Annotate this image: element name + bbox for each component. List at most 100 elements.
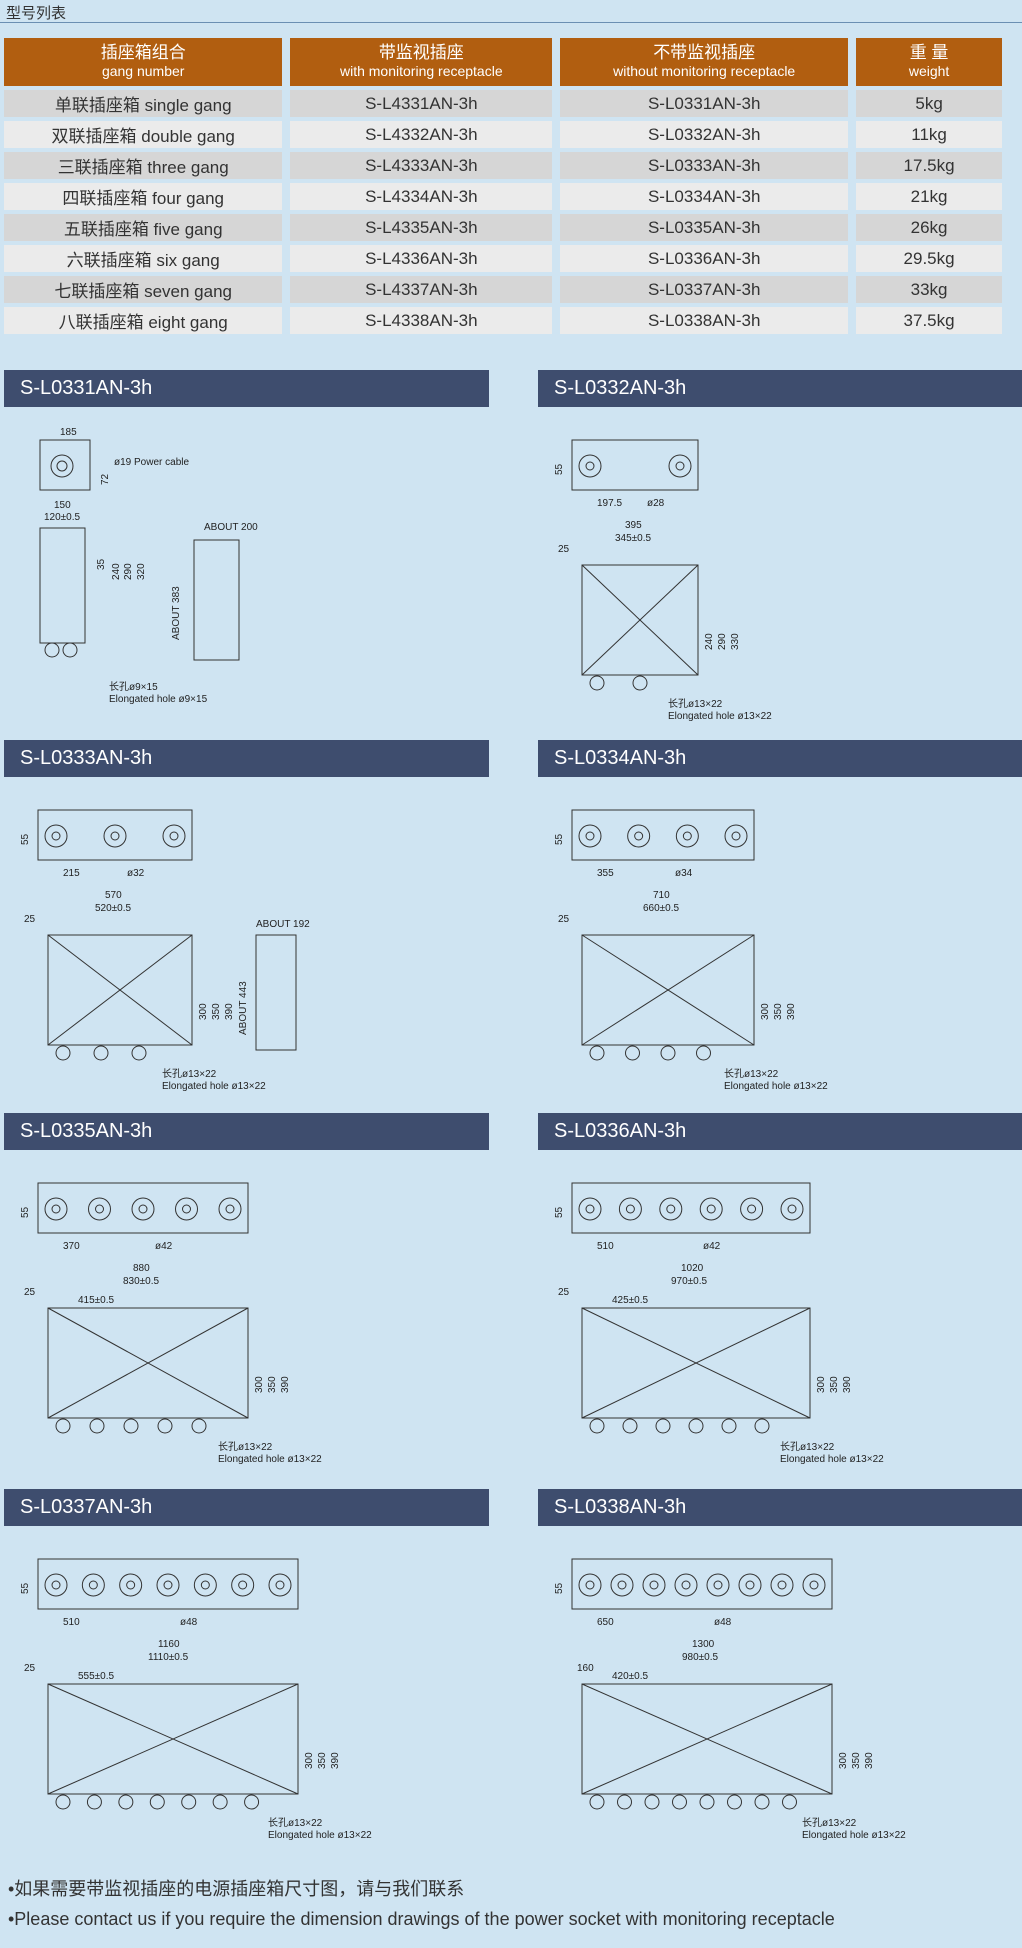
drawing-title: S-L0332AN-3h: [538, 370, 1022, 407]
dim-label: 650: [597, 1617, 614, 1628]
dim-label: 300: [198, 1003, 209, 1020]
socket-icon: [740, 1197, 764, 1221]
plug-icon: [721, 1418, 737, 1434]
plug-icon: [699, 1794, 715, 1810]
cell-weight: 5kg: [856, 90, 1002, 117]
plug-icon: [589, 1418, 605, 1434]
dim-label: ABOUT 443: [238, 981, 249, 1035]
front-view: [37, 809, 193, 861]
cell-with: S-L4333AN-3h: [290, 152, 553, 179]
dim-label: ø48: [714, 1617, 732, 1628]
dim-label: 390: [224, 1003, 235, 1020]
socket-icon: [682, 831, 692, 841]
socket-icon: [225, 1204, 235, 1214]
socket-icon: [668, 454, 692, 478]
dim-label: 570: [105, 890, 122, 901]
dim-label: ø42: [155, 1241, 173, 1252]
dim-label: 330: [730, 633, 741, 650]
box-view: [581, 934, 755, 1046]
socket-icon: [131, 1197, 155, 1221]
notes: •如果需要带监视插座的电源插座箱尺寸图，请与我们联系 •Please conta…: [8, 1874, 835, 1934]
cell-with: S-L4337AN-3h: [290, 276, 553, 303]
plug-icon: [644, 1794, 660, 1810]
socket-icon: [44, 824, 68, 848]
socket-icon: [777, 1580, 787, 1590]
dim-label: ø48: [180, 1617, 198, 1628]
dim-label: 420±0.5: [612, 1671, 649, 1682]
socket-icon: [585, 831, 595, 841]
cell-weight: 17.5kg: [856, 152, 1002, 179]
socket-icon: [578, 1573, 602, 1597]
cell-without: S-L0333AN-3h: [560, 152, 849, 179]
plug-icon: [181, 1794, 197, 1810]
socket-icon: [156, 1573, 180, 1597]
dim-label: 300: [838, 1752, 849, 1769]
hole-label-zh: 长孔ø13×22: [162, 1068, 217, 1080]
cell-weight: 26kg: [856, 214, 1002, 241]
socket-icon: [163, 1580, 173, 1590]
socket-icon: [713, 1580, 723, 1590]
dim-label: 390: [280, 1376, 291, 1393]
cell-with: S-L4332AN-3h: [290, 121, 553, 148]
plug-icon: [589, 675, 605, 691]
dim-label: 240: [704, 633, 715, 650]
dim-label: 390: [330, 1752, 341, 1769]
dim-label: 390: [842, 1376, 853, 1393]
cell-with: S-L4334AN-3h: [290, 183, 553, 210]
socket-icon: [578, 454, 602, 478]
cell-with: S-L4331AN-3h: [290, 90, 553, 117]
cell-with: S-L4338AN-3h: [290, 307, 553, 334]
plug-icon: [589, 1045, 605, 1061]
drawing-title: S-L0334AN-3h: [538, 740, 1022, 777]
cross-line: [47, 934, 193, 1046]
socket-icon: [169, 831, 179, 841]
dim-label: 197.5: [597, 498, 622, 509]
hole-label-zh: 长孔ø13×22: [668, 698, 723, 710]
cell-without: S-L0332AN-3h: [560, 121, 849, 148]
socket-icon: [618, 1197, 642, 1221]
socket-icon: [617, 1580, 627, 1590]
front-view: [37, 1182, 249, 1234]
socket-icon: [51, 831, 61, 841]
socket-icon: [51, 1580, 61, 1590]
dim-label: 25: [24, 914, 36, 925]
dim-label: 980±0.5: [682, 1652, 719, 1663]
socket-icon: [634, 831, 644, 841]
dim-label: 510: [63, 1617, 80, 1628]
dim-label: 880: [133, 1263, 150, 1274]
dim-label: 25: [558, 1287, 570, 1298]
dim-label: 350: [211, 1003, 222, 1020]
plug-icon: [244, 1794, 260, 1810]
dim-label: 55: [20, 833, 31, 845]
dim-label: ø42: [703, 1241, 721, 1252]
plug-icon: [672, 1794, 687, 1810]
page-title: 型号列表: [6, 5, 67, 22]
socket-icon: [193, 1573, 217, 1597]
socket-icon: [162, 824, 186, 848]
hole-label-en: Elongated hole ø9×15: [109, 694, 208, 705]
dim-label: 120±0.5: [44, 512, 81, 523]
dim-label: 55: [554, 1582, 565, 1594]
plug-icon: [118, 1794, 134, 1810]
hole-label-en: Elongated hole ø13×22: [802, 1830, 906, 1841]
cell-weight: 21kg: [856, 183, 1002, 210]
socket-icon: [659, 1197, 683, 1221]
socket-icon: [88, 1197, 111, 1221]
socket-icon: [699, 1197, 723, 1221]
dim-label: 970±0.5: [671, 1276, 708, 1287]
front-view: [571, 809, 755, 861]
hole-label-zh: 长孔ø9×15: [109, 681, 158, 693]
cell-weight: 11kg: [856, 121, 1002, 148]
note-en: •Please contact us if you require the di…: [8, 1909, 835, 1929]
cell-with: S-L4336AN-3h: [290, 245, 553, 272]
dim-label: 300: [254, 1376, 265, 1393]
dim-label: 415±0.5: [78, 1295, 115, 1306]
